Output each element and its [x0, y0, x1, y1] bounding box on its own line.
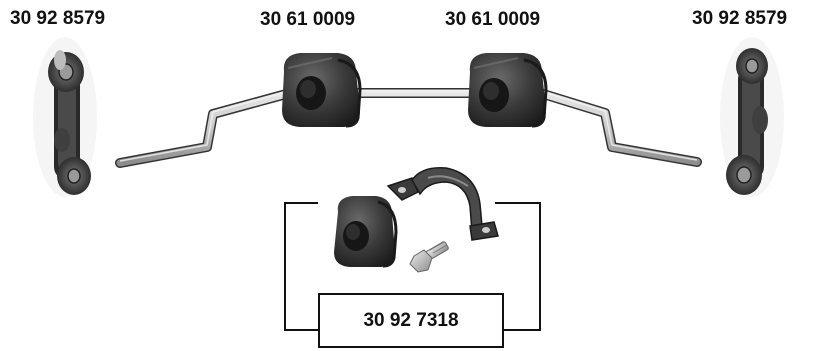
right-bushing-part-number: 30 61 0009: [445, 9, 541, 30]
right-link-part-number: 30 92 8579: [692, 8, 788, 29]
right-rubber-bushing: [468, 53, 548, 128]
left-rubber-bushing: [282, 53, 362, 128]
kit-part-number: 30 92 7318: [363, 309, 459, 331]
left-bushing-part-number: 30 61 0009: [260, 9, 356, 30]
kit-bracket: [284, 202, 541, 331]
right-stabilizer-link: [720, 37, 784, 197]
left-stabilizer-link: [33, 37, 97, 197]
kit-rubber-bushing: [334, 196, 398, 268]
stabilizer-bar: [115, 88, 702, 168]
kit-metal-clamp: [386, 167, 499, 241]
kit-bolt: [409, 241, 449, 273]
left-link-part-number: 30 92 8579: [10, 8, 106, 29]
kit-part-number-box: 30 92 7318: [318, 293, 504, 348]
